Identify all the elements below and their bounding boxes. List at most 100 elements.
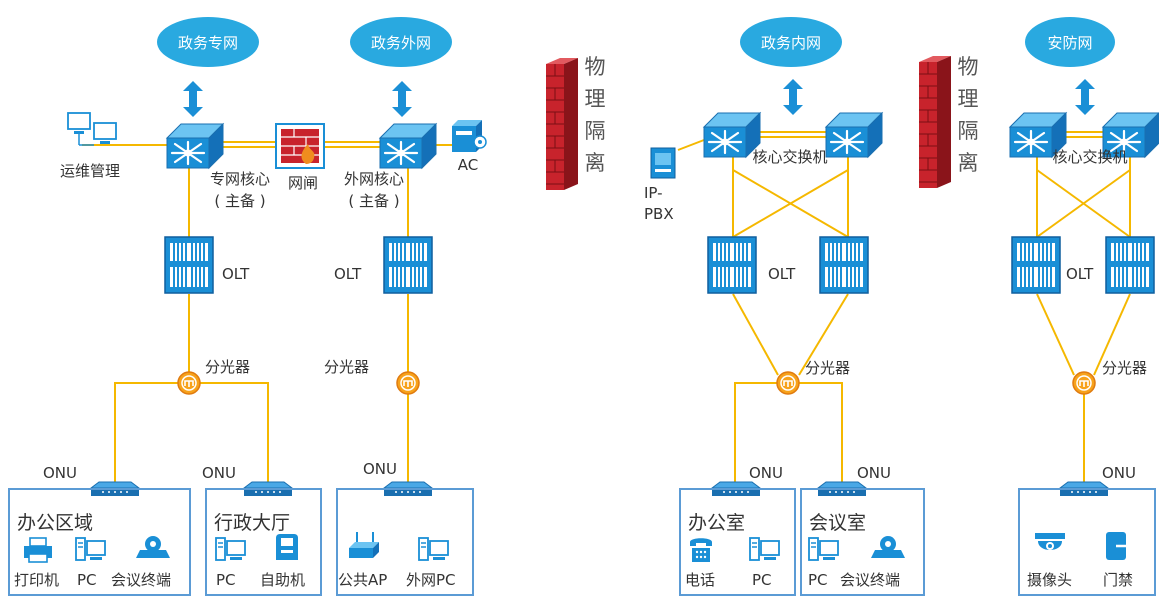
printer-icon bbox=[24, 537, 52, 563]
room-box-office bbox=[679, 488, 796, 596]
cloud-label: 安防网 bbox=[1047, 34, 1092, 52]
device-label: PC bbox=[808, 571, 828, 589]
isolation-char: 离 bbox=[585, 151, 606, 175]
splitter-label: 分光器 bbox=[805, 359, 850, 377]
device-label: 外网PC bbox=[406, 571, 456, 589]
device-label: PC bbox=[216, 571, 236, 589]
splitter-icon bbox=[396, 371, 420, 395]
ac-controller-icon bbox=[452, 120, 487, 152]
olt-icon bbox=[707, 236, 757, 294]
splitter-label: 分光器 bbox=[324, 358, 369, 376]
pc-icon bbox=[418, 537, 449, 561]
room-box-hall bbox=[205, 488, 322, 596]
olt-label: OLT bbox=[768, 265, 796, 283]
isolation-char: 理 bbox=[585, 87, 606, 111]
device-label: 门禁 bbox=[1103, 571, 1133, 589]
firewall-icon bbox=[545, 57, 579, 191]
telephone-icon bbox=[690, 538, 712, 562]
device-label: 自助机 bbox=[260, 571, 305, 589]
room-title: 办公室 bbox=[688, 512, 745, 534]
access-point-icon bbox=[349, 532, 379, 558]
double-arrow-icon bbox=[783, 79, 803, 115]
gateway-firewall-icon bbox=[275, 123, 325, 169]
pc-icon bbox=[749, 537, 780, 561]
isolation-char: 物 bbox=[958, 55, 979, 79]
network-cloud-waiwang: 政务外网 bbox=[350, 17, 452, 67]
onu-label: ONU bbox=[749, 464, 783, 482]
room-title: 行政大厅 bbox=[214, 512, 290, 534]
firewall-icon bbox=[918, 55, 952, 189]
isolation-label-left: 物 理 隔 离 bbox=[585, 55, 606, 175]
ops-workstation-icon bbox=[67, 112, 117, 146]
splitter-label: 分光器 bbox=[1102, 359, 1147, 377]
device-label: 摄像头 bbox=[1027, 571, 1072, 589]
room-box-public bbox=[336, 488, 474, 596]
room-title: 会议室 bbox=[809, 512, 866, 534]
ops-label: 运维管理 bbox=[60, 162, 120, 180]
core-zhuan-label: 专网核心 bbox=[210, 170, 270, 188]
olt-label: OLT bbox=[334, 265, 362, 283]
network-cloud-zhuanwang: 政务专网 bbox=[157, 17, 259, 67]
isolation-char: 理 bbox=[958, 87, 979, 111]
core-switch-icon bbox=[378, 122, 438, 170]
core-switch-label: 核心交换机 bbox=[752, 148, 827, 166]
double-arrow-icon bbox=[1075, 79, 1095, 115]
olt-icon bbox=[1011, 236, 1061, 294]
device-label: 会议终端 bbox=[840, 571, 900, 589]
device-label: PC bbox=[752, 571, 772, 589]
isolation-char: 离 bbox=[958, 151, 979, 175]
core-zhuan-sub-label: ( 主备 ) bbox=[214, 192, 265, 210]
device-label: PC bbox=[77, 571, 97, 589]
core-wai-label: 外网核心 bbox=[344, 170, 404, 188]
ac-label: AC bbox=[458, 156, 478, 174]
onu-label: ONU bbox=[202, 464, 236, 482]
isolation-char: 物 bbox=[585, 55, 606, 79]
splitter-icon bbox=[776, 371, 800, 395]
door-access-icon bbox=[1106, 532, 1135, 560]
splitter-icon bbox=[1072, 371, 1096, 395]
room-box-security bbox=[1018, 488, 1156, 596]
onu-label: ONU bbox=[43, 464, 77, 482]
splitter-icon bbox=[177, 371, 201, 395]
double-arrow-icon bbox=[183, 81, 203, 117]
onu-label: ONU bbox=[857, 464, 891, 482]
network-cloud-anfang: 安防网 bbox=[1025, 17, 1115, 67]
camera-icon bbox=[1035, 533, 1065, 550]
olt-icon bbox=[819, 236, 869, 294]
video-conference-icon bbox=[136, 536, 170, 558]
splitter-label: 分光器 bbox=[205, 358, 250, 376]
core-switch-label: 核心交换机 bbox=[1052, 148, 1127, 166]
pc-icon bbox=[75, 537, 106, 561]
device-label: 会议终端 bbox=[111, 571, 171, 589]
onu-label: ONU bbox=[363, 460, 397, 478]
ip-pbx-label: PBX bbox=[644, 205, 674, 223]
olt-label: OLT bbox=[222, 265, 250, 283]
network-cloud-neiwang: 政务内网 bbox=[740, 17, 842, 67]
core-switch-icon bbox=[824, 111, 884, 159]
video-conference-icon bbox=[871, 536, 905, 558]
core-wai-sub-label: ( 主备 ) bbox=[348, 192, 399, 210]
core-switch-icon bbox=[165, 122, 225, 170]
device-label: 电话 bbox=[685, 571, 715, 589]
device-label: 公共AP bbox=[338, 571, 387, 589]
double-arrow-icon bbox=[392, 81, 412, 117]
olt-icon bbox=[1105, 236, 1155, 294]
pc-icon bbox=[215, 537, 246, 561]
isolation-label-right: 物 理 隔 离 bbox=[958, 55, 979, 175]
cloud-label: 政务专网 bbox=[178, 34, 238, 52]
onu-label: ONU bbox=[1102, 464, 1136, 482]
olt-icon bbox=[164, 236, 214, 294]
isolation-char: 隔 bbox=[585, 119, 606, 143]
olt-label: OLT bbox=[1066, 265, 1094, 283]
ip-pbx-icon bbox=[650, 147, 676, 179]
room-box-meeting bbox=[800, 488, 925, 596]
ip-pbx-label: IP- bbox=[644, 184, 663, 202]
kiosk-icon bbox=[276, 534, 298, 560]
cloud-label: 政务外网 bbox=[371, 34, 431, 52]
gateway-label: 网闸 bbox=[288, 174, 318, 192]
isolation-char: 隔 bbox=[958, 119, 979, 143]
room-title: 办公区域 bbox=[17, 512, 93, 534]
pc-icon bbox=[808, 537, 839, 561]
olt-icon bbox=[383, 236, 433, 294]
